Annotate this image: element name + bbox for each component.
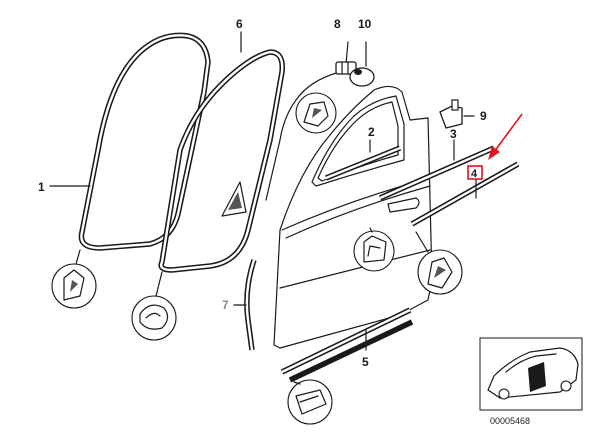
detail-callout-1 (51, 249, 97, 309)
part-8-connector (335, 61, 357, 75)
part-5-lower-moulding (280, 307, 414, 383)
part-7-vertical-seal (233, 259, 257, 351)
part-2-belt-strip (324, 139, 402, 181)
detail-callout-2 (353, 227, 395, 272)
diagram-id: 00005468 (490, 416, 530, 426)
label-10: 10 (358, 17, 372, 31)
part-1-door-seal (49, 32, 211, 251)
highlight-box (467, 165, 483, 180)
part-6-frame-seal (158, 31, 285, 273)
part-3-outer-strip (378, 139, 496, 201)
label-3: 3 (450, 127, 457, 141)
wire-harness (265, 41, 349, 201)
detail-callout-5 (287, 379, 333, 425)
label-7: 7 (222, 298, 229, 312)
detail-callout-8 (295, 92, 337, 134)
part-4-rear-strip (410, 161, 520, 227)
label-8: 8 (334, 17, 341, 31)
highlighted-part-4: 4 (467, 165, 483, 180)
label-9: 9 (480, 109, 487, 123)
label-4: 4 (471, 168, 478, 180)
label-2: 2 (368, 125, 375, 139)
detail-callout-4 (415, 231, 463, 295)
label-6: 6 (236, 17, 243, 31)
inset-car-thumbnail (479, 337, 583, 411)
detail-callout-6 (131, 271, 177, 341)
red-arrow (488, 113, 523, 160)
label-5: 5 (362, 355, 369, 369)
part-labels: 1 6 8 10 2 3 9 7 5 (38, 17, 487, 369)
label-1: 1 (38, 180, 45, 194)
part-9-clip (439, 99, 475, 129)
part-10-grommet (349, 41, 375, 87)
